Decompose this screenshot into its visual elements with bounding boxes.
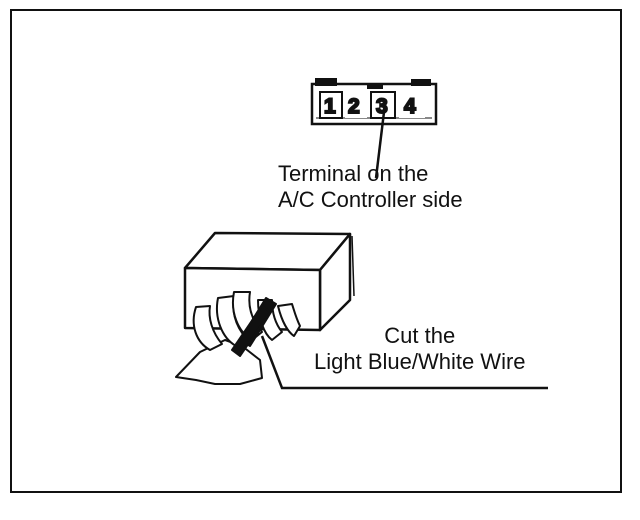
terminal-leader-line xyxy=(374,111,386,179)
pin-label-2: 2 xyxy=(348,95,360,118)
terminal-label-line1: Terminal on the xyxy=(278,161,429,186)
connector: 1 2 3 4 xyxy=(310,78,438,126)
cut-label-line2: Light Blue/White Wire xyxy=(314,349,526,374)
connector-pin-1: 1 xyxy=(319,91,343,119)
connector-pin-4: 4 xyxy=(399,92,425,119)
terminal-label-line2: A/C Controller side xyxy=(278,187,463,212)
pin-label-4: 4 xyxy=(404,95,416,118)
cut-label-line1: Cut the xyxy=(384,323,456,348)
wire-leader-line xyxy=(260,335,548,390)
pin-label-3: 3 xyxy=(376,95,388,118)
connector-pin-2: 2 xyxy=(345,92,367,119)
pin-label-1: 1 xyxy=(324,95,336,118)
cut-wire-label: Cut the Light Blue/White Wire xyxy=(314,323,526,375)
hand-cutting-wire xyxy=(175,291,301,385)
terminal-label: Terminal on the A/C Controller side xyxy=(278,161,463,213)
